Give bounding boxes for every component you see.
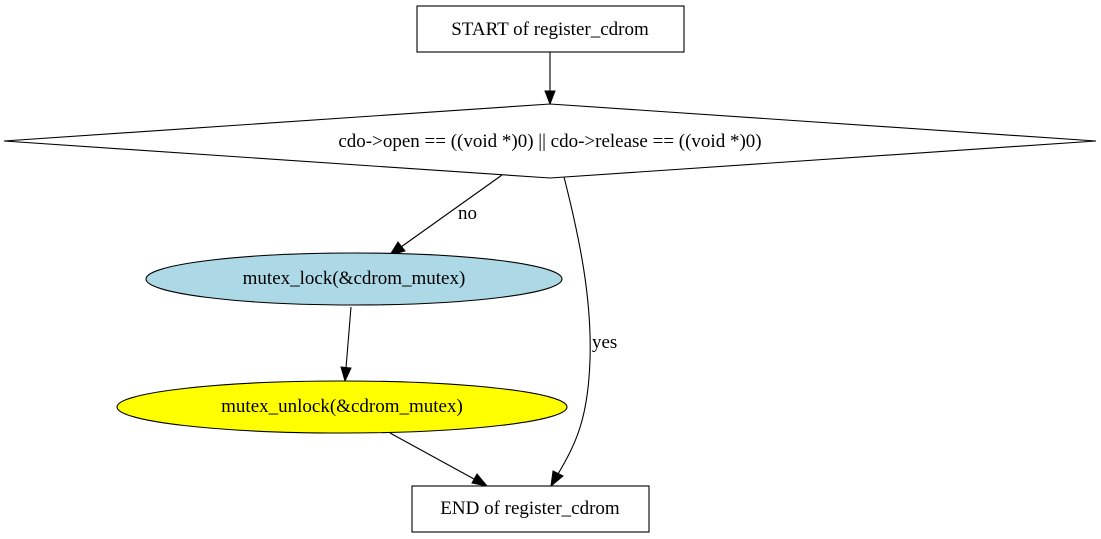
edge-decision-to-lock: no bbox=[388, 174, 503, 256]
decision-node-diamond bbox=[3, 103, 1097, 179]
start-node-label: START of register_cdrom bbox=[451, 19, 649, 40]
edge-unlock-to-end-line bbox=[389, 432, 475, 480]
edge-unlock-to-end bbox=[389, 432, 489, 487]
mutex-unlock-label: mutex_unlock(&cdrom_mutex) bbox=[221, 396, 463, 417]
end-node-label: END of register_cdrom bbox=[440, 498, 620, 519]
decision-node-label: cdo->open == ((void *)0) || cdo->release… bbox=[338, 131, 761, 152]
mutex-unlock-node[interactable]: mutex_unlock(&cdrom_mutex) bbox=[116, 380, 568, 434]
edge-lock-to-unlock-arrowhead bbox=[340, 366, 352, 383]
decision-node[interactable]: cdo->open == ((void *)0) || cdo->release… bbox=[3, 103, 1097, 179]
mutex-lock-label: mutex_lock(&cdrom_mutex) bbox=[243, 268, 466, 289]
mutex-lock-ellipse bbox=[145, 252, 563, 306]
mutex-lock-node[interactable]: mutex_lock(&cdrom_mutex) bbox=[145, 252, 563, 306]
edge-no-label: no bbox=[458, 203, 477, 224]
end-node-box bbox=[411, 485, 650, 533]
edge-unlock-to-end-arrowhead bbox=[471, 473, 489, 487]
start-node-box bbox=[416, 5, 685, 53]
edge-lock-to-unlock-line bbox=[345, 306, 352, 369]
edge-decision-to-end: yes bbox=[550, 176, 617, 488]
edge-yes-arrowhead bbox=[550, 470, 564, 488]
edge-lock-to-unlock bbox=[340, 306, 352, 383]
edge-yes-line bbox=[557, 176, 591, 475]
mutex-unlock-ellipse bbox=[116, 380, 568, 434]
edge-yes-label: yes bbox=[592, 332, 617, 353]
edge-start-to-decision bbox=[544, 52, 556, 106]
edge-start-to-decision-arrowhead bbox=[544, 90, 556, 106]
end-node[interactable]: END of register_cdrom bbox=[411, 485, 650, 533]
edge-no-line bbox=[400, 174, 503, 248]
start-node[interactable]: START of register_cdrom bbox=[416, 5, 685, 53]
